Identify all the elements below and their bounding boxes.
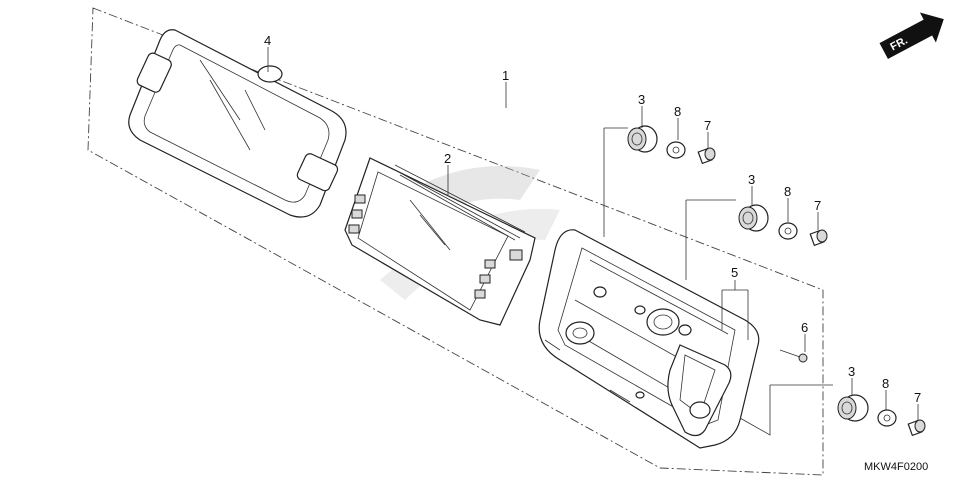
arrow-shape-icon (879, 12, 944, 59)
callout-3-c: 3 (848, 364, 855, 379)
callout-8-c: 8 (882, 376, 889, 391)
callout-7-a: 7 (704, 118, 711, 133)
callout-3-b: 3 (748, 172, 755, 187)
part-6-screw[interactable] (779, 349, 808, 363)
part-3-grommet-c[interactable] (837, 394, 869, 422)
part-8-collar-c[interactable] (877, 409, 897, 427)
front-direction-arrow: FR. (879, 12, 944, 59)
callout-5: 5 (731, 265, 738, 280)
callout-6: 6 (801, 320, 808, 335)
figure-code: MKW4F0200 (864, 461, 928, 473)
part-7-bolt-a[interactable] (697, 147, 716, 165)
part-7-bolt-c[interactable] (907, 419, 926, 437)
part-8-collar-b[interactable] (778, 222, 798, 240)
callout-3-a: 3 (638, 92, 645, 107)
part-2-display-board[interactable] (344, 157, 536, 326)
callout-8-b: 8 (784, 184, 791, 199)
callout-2: 2 (444, 151, 451, 166)
grommet-leaders (603, 127, 833, 436)
callout-4: 4 (264, 33, 271, 48)
part-5-leaders (721, 280, 749, 340)
part-1-rear-housing[interactable] (538, 229, 760, 449)
assembly-boundary (87, 7, 824, 476)
part-7-bolt-b[interactable] (809, 229, 828, 247)
part-4-lens-cover[interactable] (128, 29, 347, 218)
callout-7-c: 7 (914, 390, 921, 405)
board-connectors (348, 194, 523, 299)
callout-leaders (267, 47, 919, 420)
part-8-collar-a[interactable] (666, 141, 686, 159)
callout-7-b: 7 (814, 198, 821, 213)
callout-8-a: 8 (674, 104, 681, 119)
part-3-grommet-a[interactable] (627, 125, 658, 153)
callout-1: 1 (502, 68, 509, 83)
part-3-grommet-b[interactable] (738, 204, 769, 232)
